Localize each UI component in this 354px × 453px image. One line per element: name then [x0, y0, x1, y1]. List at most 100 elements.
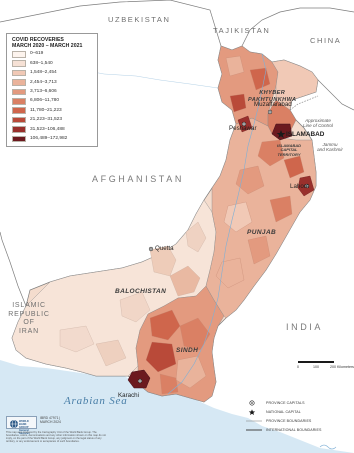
city-label-lahore[interactable]: Lahore [290, 183, 310, 190]
legend-class-row: 31,523–106,488 [12, 126, 96, 133]
city-label-karachi[interactable]: Karachi [118, 392, 139, 399]
jk-label-line: Jammu [322, 142, 338, 147]
legend-class-row: 3,713–6,606 [12, 88, 96, 96]
region-label-islamabad-capital-territory: ISLAMABAD CAPITAL TERRITORY [272, 143, 306, 157]
map-number-line: MARCH 2024 [40, 420, 61, 425]
ict-label-line: TERRITORY [277, 151, 301, 157]
scale-segment-light [316, 361, 334, 364]
iran-label-line: IRAN [19, 327, 39, 335]
key-row-province-boundaries: PROVINCE BOUNDARIES [246, 419, 354, 427]
legend-swatch [12, 60, 26, 67]
legend-title: COVID RECOVERIES MARCH 2020 – MARCH 2021 [12, 37, 82, 49]
iran-label-line: REPUBLIC [8, 310, 50, 318]
legend-class-row: 11,780–21,223 [12, 107, 96, 114]
ict-label-line: ISLAMABAD [277, 143, 301, 148]
sea-label-arabian-sea: Arabian Sea [64, 395, 128, 407]
legend-swatch [12, 69, 26, 77]
loc-label-line: Approximate [305, 118, 331, 123]
scale-tick-200: 200 Kilometers [330, 365, 354, 369]
city-label-muzaffarabad[interactable]: Muzaffarabad [254, 101, 292, 108]
province-capital-symbol-icon [249, 400, 255, 406]
district-area [95, 339, 127, 367]
world-bank-logo: WORLD BANK GROUP General Services [6, 416, 37, 435]
region-label-punjab: PUNJAB [247, 229, 277, 236]
logo-text-line: WORLD BANK GROUP [19, 420, 29, 429]
map-number-line: IBRD 47971 | [40, 416, 61, 420]
region-label-balochistan: BALOCHISTAN [115, 288, 167, 295]
karachi-dot [139, 380, 141, 382]
karachi-district [127, 369, 151, 389]
district-area [247, 235, 271, 265]
gilgit-baltistan-region [271, 59, 319, 113]
city-label-islamabad[interactable]: ISLAMABAD [286, 131, 325, 138]
district-area [283, 155, 305, 179]
jk-label-line: and Kashmir [317, 147, 343, 153]
compass-icon [319, 444, 337, 450]
key-row-national-capital: NATIONAL CAPITAL [246, 409, 354, 418]
peshawar-dot [243, 123, 245, 125]
scale-tick-0: 0 [297, 365, 299, 369]
map-number: IBRD 47971 | MARCH 2024 [40, 416, 61, 424]
legend-panel: COVID RECOVERIES MARCH 2020 – MARCH 2021… [6, 33, 98, 147]
iran-label-line: ISLAMIC [12, 302, 46, 309]
legend-class-row: 1,548–2,454 [12, 69, 96, 77]
quetta-dot [150, 248, 152, 250]
globe-icon [9, 419, 18, 428]
country-label-tajikistan: TAJIKISTAN [213, 26, 271, 35]
key-label-province-capitals: PROVINCE CAPITALS [266, 401, 305, 405]
region-label-sindh: SINDH [176, 347, 199, 354]
province-boundary-line-icon [246, 420, 262, 422]
district-area [169, 265, 201, 297]
legend-swatch [12, 116, 26, 124]
legend-class-row: 2,454–3,713 [12, 79, 96, 86]
logo-text-line: General Services [19, 429, 30, 435]
legend-swatch [12, 51, 26, 58]
legend-class-row: 6,806–11,780 [12, 98, 96, 105]
arabian-sea [0, 360, 354, 453]
intl-boundary-east [317, 79, 354, 111]
logo-text: WORLD BANK GROUP General Services [19, 420, 36, 435]
legend-class-label: 31,523–106,488 [30, 126, 65, 132]
legend-class-label: 21,223–31,523 [30, 117, 63, 123]
legend-class-label: 11,780–21,223 [30, 107, 62, 113]
legend-swatch [12, 135, 26, 143]
country-label-afghanistan: AFGHANISTAN [92, 174, 184, 184]
legend-class-label: 6,806–11,780 [30, 98, 59, 104]
district-area [185, 221, 207, 253]
indus-river [167, 53, 267, 395]
intl-boundary-west [0, 231, 27, 307]
city-label-quetta[interactable]: Quetta [155, 245, 174, 252]
lahore-dot [306, 185, 308, 187]
national-capital-star-icon [248, 409, 256, 415]
islamabad-territory [271, 123, 293, 141]
district-area [149, 245, 177, 277]
loc-label-line: Line of Control [303, 123, 333, 129]
intl-boundary-northeast [241, 7, 354, 47]
legend-class-label: 0–619 [30, 51, 44, 57]
muzaffarabad-dot [269, 111, 271, 113]
scale-bar: 0 100 200 Kilometers [297, 361, 354, 373]
legend-swatch [12, 88, 26, 96]
legend-class-label: 106,489–172,982 [30, 135, 68, 141]
district-area [119, 291, 151, 323]
legend-class-label: 638–1,540 [30, 60, 53, 66]
key-row-province-capitals: PROVINCE CAPITALS [246, 400, 354, 409]
district-area [229, 93, 247, 113]
line-of-control [289, 95, 319, 111]
scale-segment-dark [298, 361, 316, 364]
region-label-khyber-pakhtunkhwa: KHYBER PAKHTUNKHWA [248, 90, 296, 103]
country-label-uzbekistan: UZBEKISTAN [108, 15, 171, 24]
district-area [149, 309, 181, 341]
city-label-peshawar[interactable]: Peshawar [229, 125, 257, 132]
legend-class-row: 21,223–31,523 [12, 116, 96, 124]
legend-class-label: 1,548–2,454 [30, 70, 57, 76]
iran-label-line: OF [23, 319, 35, 326]
country-label-iran: ISLAMIC REPUBLIC OF IRAN [8, 302, 50, 336]
kp-label-line: PAKHTUNKHWA [248, 96, 297, 103]
kp-label-line: KHYBER [259, 90, 286, 96]
district-area [225, 55, 245, 77]
islamabad-star-icon[interactable] [276, 130, 286, 138]
legend-class-label: 3,713–6,606 [30, 88, 57, 94]
district-area [269, 195, 293, 223]
